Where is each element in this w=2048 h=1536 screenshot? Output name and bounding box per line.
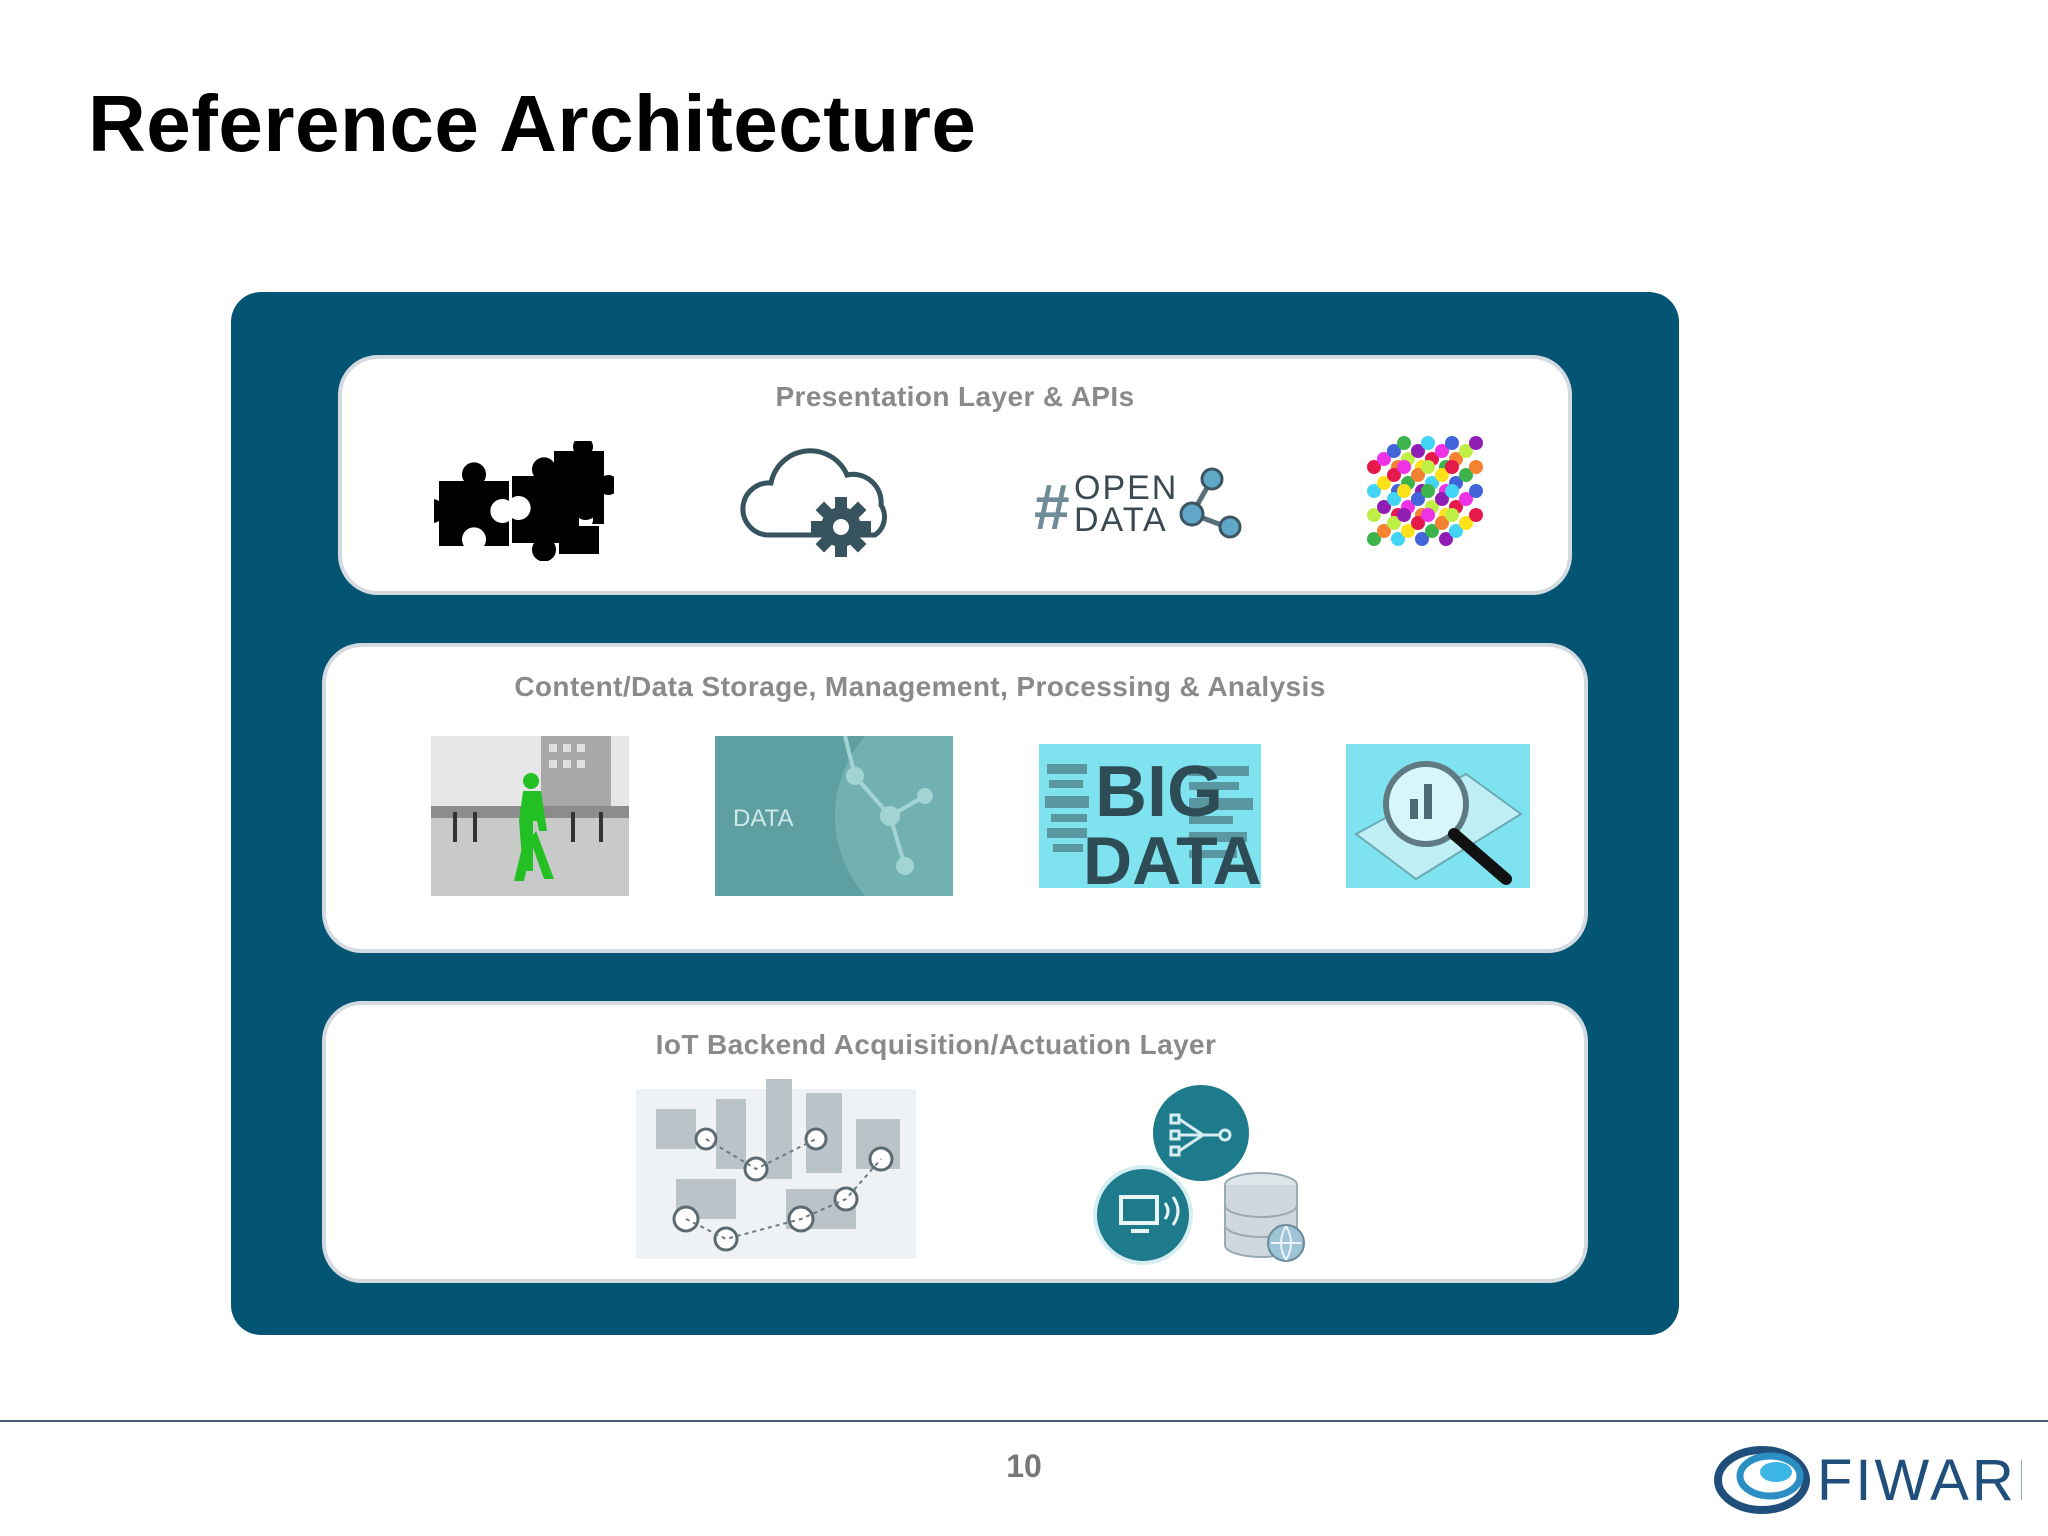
big-label: BIG: [1095, 752, 1223, 832]
network-flow-icon: [1153, 1085, 1249, 1181]
fiware-swirl-icon: [1714, 1446, 1810, 1514]
iot-devices-icon: [1093, 1085, 1305, 1265]
presentation-layer: Presentation Layer & APIs #: [338, 355, 1572, 595]
open-data-hash: #: [1034, 471, 1070, 543]
computer-signal-icon: [1093, 1165, 1193, 1265]
open-data-icon: # OPEN DATA: [1034, 467, 1242, 543]
color-cube-icon: [1367, 436, 1483, 546]
smart-city-sensors-image: [636, 1079, 916, 1259]
data-label: DATA: [733, 805, 793, 832]
layer-title: Content/Data Storage, Management, Proces…: [514, 671, 1326, 702]
page-number: 10: [1006, 1448, 1042, 1484]
data-network-image: DATA: [715, 736, 953, 896]
slide-title: Reference Architecture: [88, 79, 977, 168]
database-globe-icon: [1224, 1172, 1305, 1262]
layer-title: Presentation Layer & APIs: [775, 381, 1135, 412]
architecture-panel: Presentation Layer & APIs #: [231, 292, 1679, 1335]
puzzle-icon: [434, 441, 614, 561]
storage-processing-layer: Content/Data Storage, Management, Proces…: [322, 643, 1588, 953]
open-data-line1: OPEN: [1074, 469, 1178, 507]
magnifier-chart-image: [1346, 744, 1530, 888]
big-data-wordcloud-image: BIG DATA: [1039, 744, 1261, 888]
data-word-label: DATA: [1083, 823, 1261, 888]
footer-divider: [0, 1420, 2048, 1422]
iot-backend-layer: IoT Backend Acquisition/Actuation Layer: [322, 1001, 1588, 1283]
fiware-logo: FIWARE: [1714, 1446, 2022, 1514]
layer-title: IoT Backend Acquisition/Actuation Layer: [655, 1029, 1217, 1060]
open-data-line2: DATA: [1074, 501, 1168, 539]
cloud-gear-icon: [740, 448, 887, 557]
person-detection-image: [431, 736, 629, 896]
fiware-logo-text: FIWARE: [1817, 1448, 2022, 1513]
